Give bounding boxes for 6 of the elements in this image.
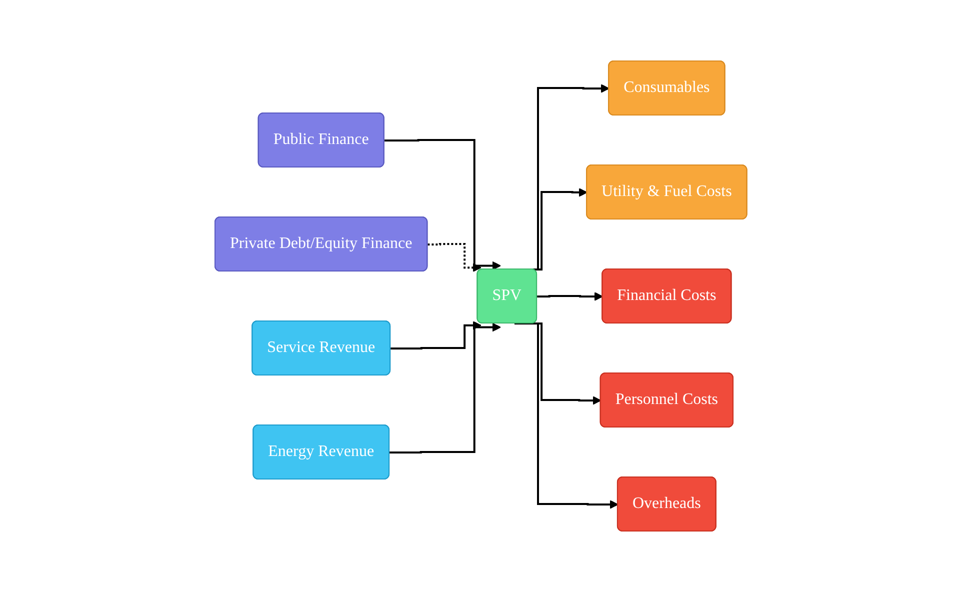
arrow	[384, 139, 502, 270]
arrow	[537, 292, 604, 301]
arrow	[390, 320, 482, 350]
arrow	[390, 322, 502, 454]
arrow	[428, 243, 482, 272]
arrow	[514, 322, 618, 509]
